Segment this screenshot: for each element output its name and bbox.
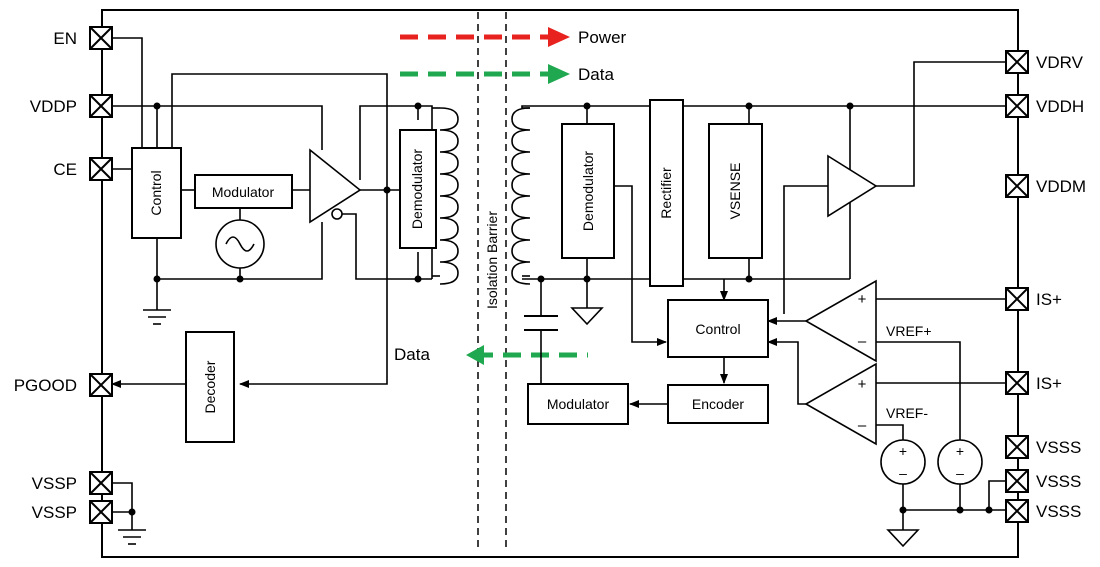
secondary-coil [511, 107, 531, 285]
pin-vddh [1005, 94, 1029, 118]
pin-is-plus-1-label: IS+ [1036, 290, 1062, 309]
pin-ce-label: CE [53, 160, 77, 179]
junction-dot [985, 506, 993, 514]
ground-icon [570, 307, 604, 326]
pin-vsss-1 [1005, 435, 1029, 459]
svg-text:–: – [858, 417, 867, 434]
junction-dot [236, 275, 244, 283]
comparator-upper-icon: + – [804, 279, 877, 363]
vref-minus-source-icon: + – [880, 439, 926, 485]
pin-is-plus-1 [1005, 287, 1029, 311]
ground-icon [118, 529, 146, 545]
ground-icon [143, 309, 171, 325]
pin-vdrv [1005, 50, 1029, 74]
svg-text:+: + [899, 443, 907, 459]
decoder-label: Decoder [202, 360, 218, 413]
svg-text:+: + [956, 443, 964, 459]
junction-dot [537, 275, 545, 283]
junction-dot [583, 275, 591, 283]
junction-dot [583, 102, 591, 110]
control-right-block [667, 299, 769, 358]
feedback-data-label: Data [394, 345, 430, 364]
junction-dot [846, 102, 854, 110]
oscillator-icon [215, 219, 265, 269]
rectifier-block [649, 99, 684, 287]
svg-text:–: – [956, 465, 964, 481]
vref-plus-source-icon: + – [937, 439, 983, 485]
junction-dot [414, 275, 422, 283]
junction-dot [899, 506, 907, 514]
pin-vddh-label: VDDH [1036, 97, 1084, 116]
control-right-label: Control [695, 321, 740, 337]
pin-pgood [89, 373, 113, 397]
junction-dot [128, 508, 136, 516]
control-left-label: Control [148, 170, 164, 215]
svg-text:–: – [899, 465, 907, 481]
power-legend-label: Power [578, 28, 627, 47]
demodulator-right-label: Demodulator [580, 151, 596, 231]
primary-wiring [111, 37, 433, 530]
svg-text:+: + [858, 376, 867, 393]
junction-dot [745, 275, 753, 283]
decoder-block [185, 331, 235, 443]
junction-dot [956, 506, 964, 514]
pin-vssp-2-label: VSSP [32, 503, 77, 522]
modulator-left-label: Modulator [212, 184, 275, 200]
pin-vddp-label: VDDP [30, 97, 77, 116]
vdrv-amplifier-icon [827, 154, 878, 218]
modulator-left-block [194, 174, 293, 209]
svg-text:–: – [858, 333, 867, 350]
rectifier-label: Rectifier [658, 167, 674, 219]
pin-vddp [89, 94, 113, 118]
pin-vddm-label: VDDM [1036, 177, 1086, 196]
modulator-right-block [527, 383, 629, 425]
encoder-label: Encoder [692, 396, 744, 412]
junction-dot [414, 102, 422, 110]
pin-pgood-label: PGOOD [14, 376, 77, 395]
comparator-lower-icon: + – [804, 362, 877, 446]
pin-vsss-3-label: VSSS [1036, 502, 1081, 521]
junction-dot [153, 102, 161, 110]
data-arrow-icon [548, 64, 570, 84]
encoder-block [667, 384, 769, 424]
feedback-arrow-icon [466, 345, 484, 365]
demodulator-right-block [561, 123, 615, 259]
pin-en-label: EN [53, 29, 77, 48]
demodulator-left-block [399, 129, 437, 249]
pin-vsss-2 [1005, 469, 1029, 493]
pin-vddm [1005, 174, 1029, 198]
primary-coil [439, 107, 459, 285]
svg-text:+: + [858, 291, 867, 308]
isolation-barrier-label: Isolation Barrier [484, 211, 500, 309]
pin-en [89, 26, 113, 50]
junction-dot [745, 102, 753, 110]
modulator-right-label: Modulator [547, 396, 610, 412]
power-arrow-icon [548, 27, 570, 47]
junction-dot [153, 275, 161, 283]
vsense-label: VSENSE [727, 163, 743, 220]
demodulator-left-label: Demodulator [409, 149, 425, 229]
pin-is-plus-2 [1005, 371, 1029, 395]
ground-icon [886, 529, 920, 548]
pin-vssp-1-label: VSSP [32, 474, 77, 493]
pin-ce [89, 157, 113, 181]
capacitor-icon [524, 315, 558, 331]
chip-outline [101, 9, 1019, 558]
vref-minus-label: VREF- [886, 405, 928, 421]
data-legend-label: Data [578, 65, 614, 84]
control-left-block [131, 147, 182, 239]
pin-vsss-1-label: VSSS [1036, 438, 1081, 457]
pin-is-plus-2-label: IS+ [1036, 374, 1062, 393]
driver-amplifier-icon [309, 148, 362, 224]
pin-vssp-2 [89, 500, 113, 524]
vsense-block [708, 123, 763, 259]
junction-dot [383, 186, 391, 194]
vref-plus-label: VREF+ [886, 323, 932, 339]
pin-vsss-3 [1005, 499, 1029, 523]
pin-vdrv-label: VDRV [1036, 53, 1084, 72]
pin-vsss-2-label: VSSS [1036, 472, 1081, 491]
pin-vssp-1 [89, 471, 113, 495]
